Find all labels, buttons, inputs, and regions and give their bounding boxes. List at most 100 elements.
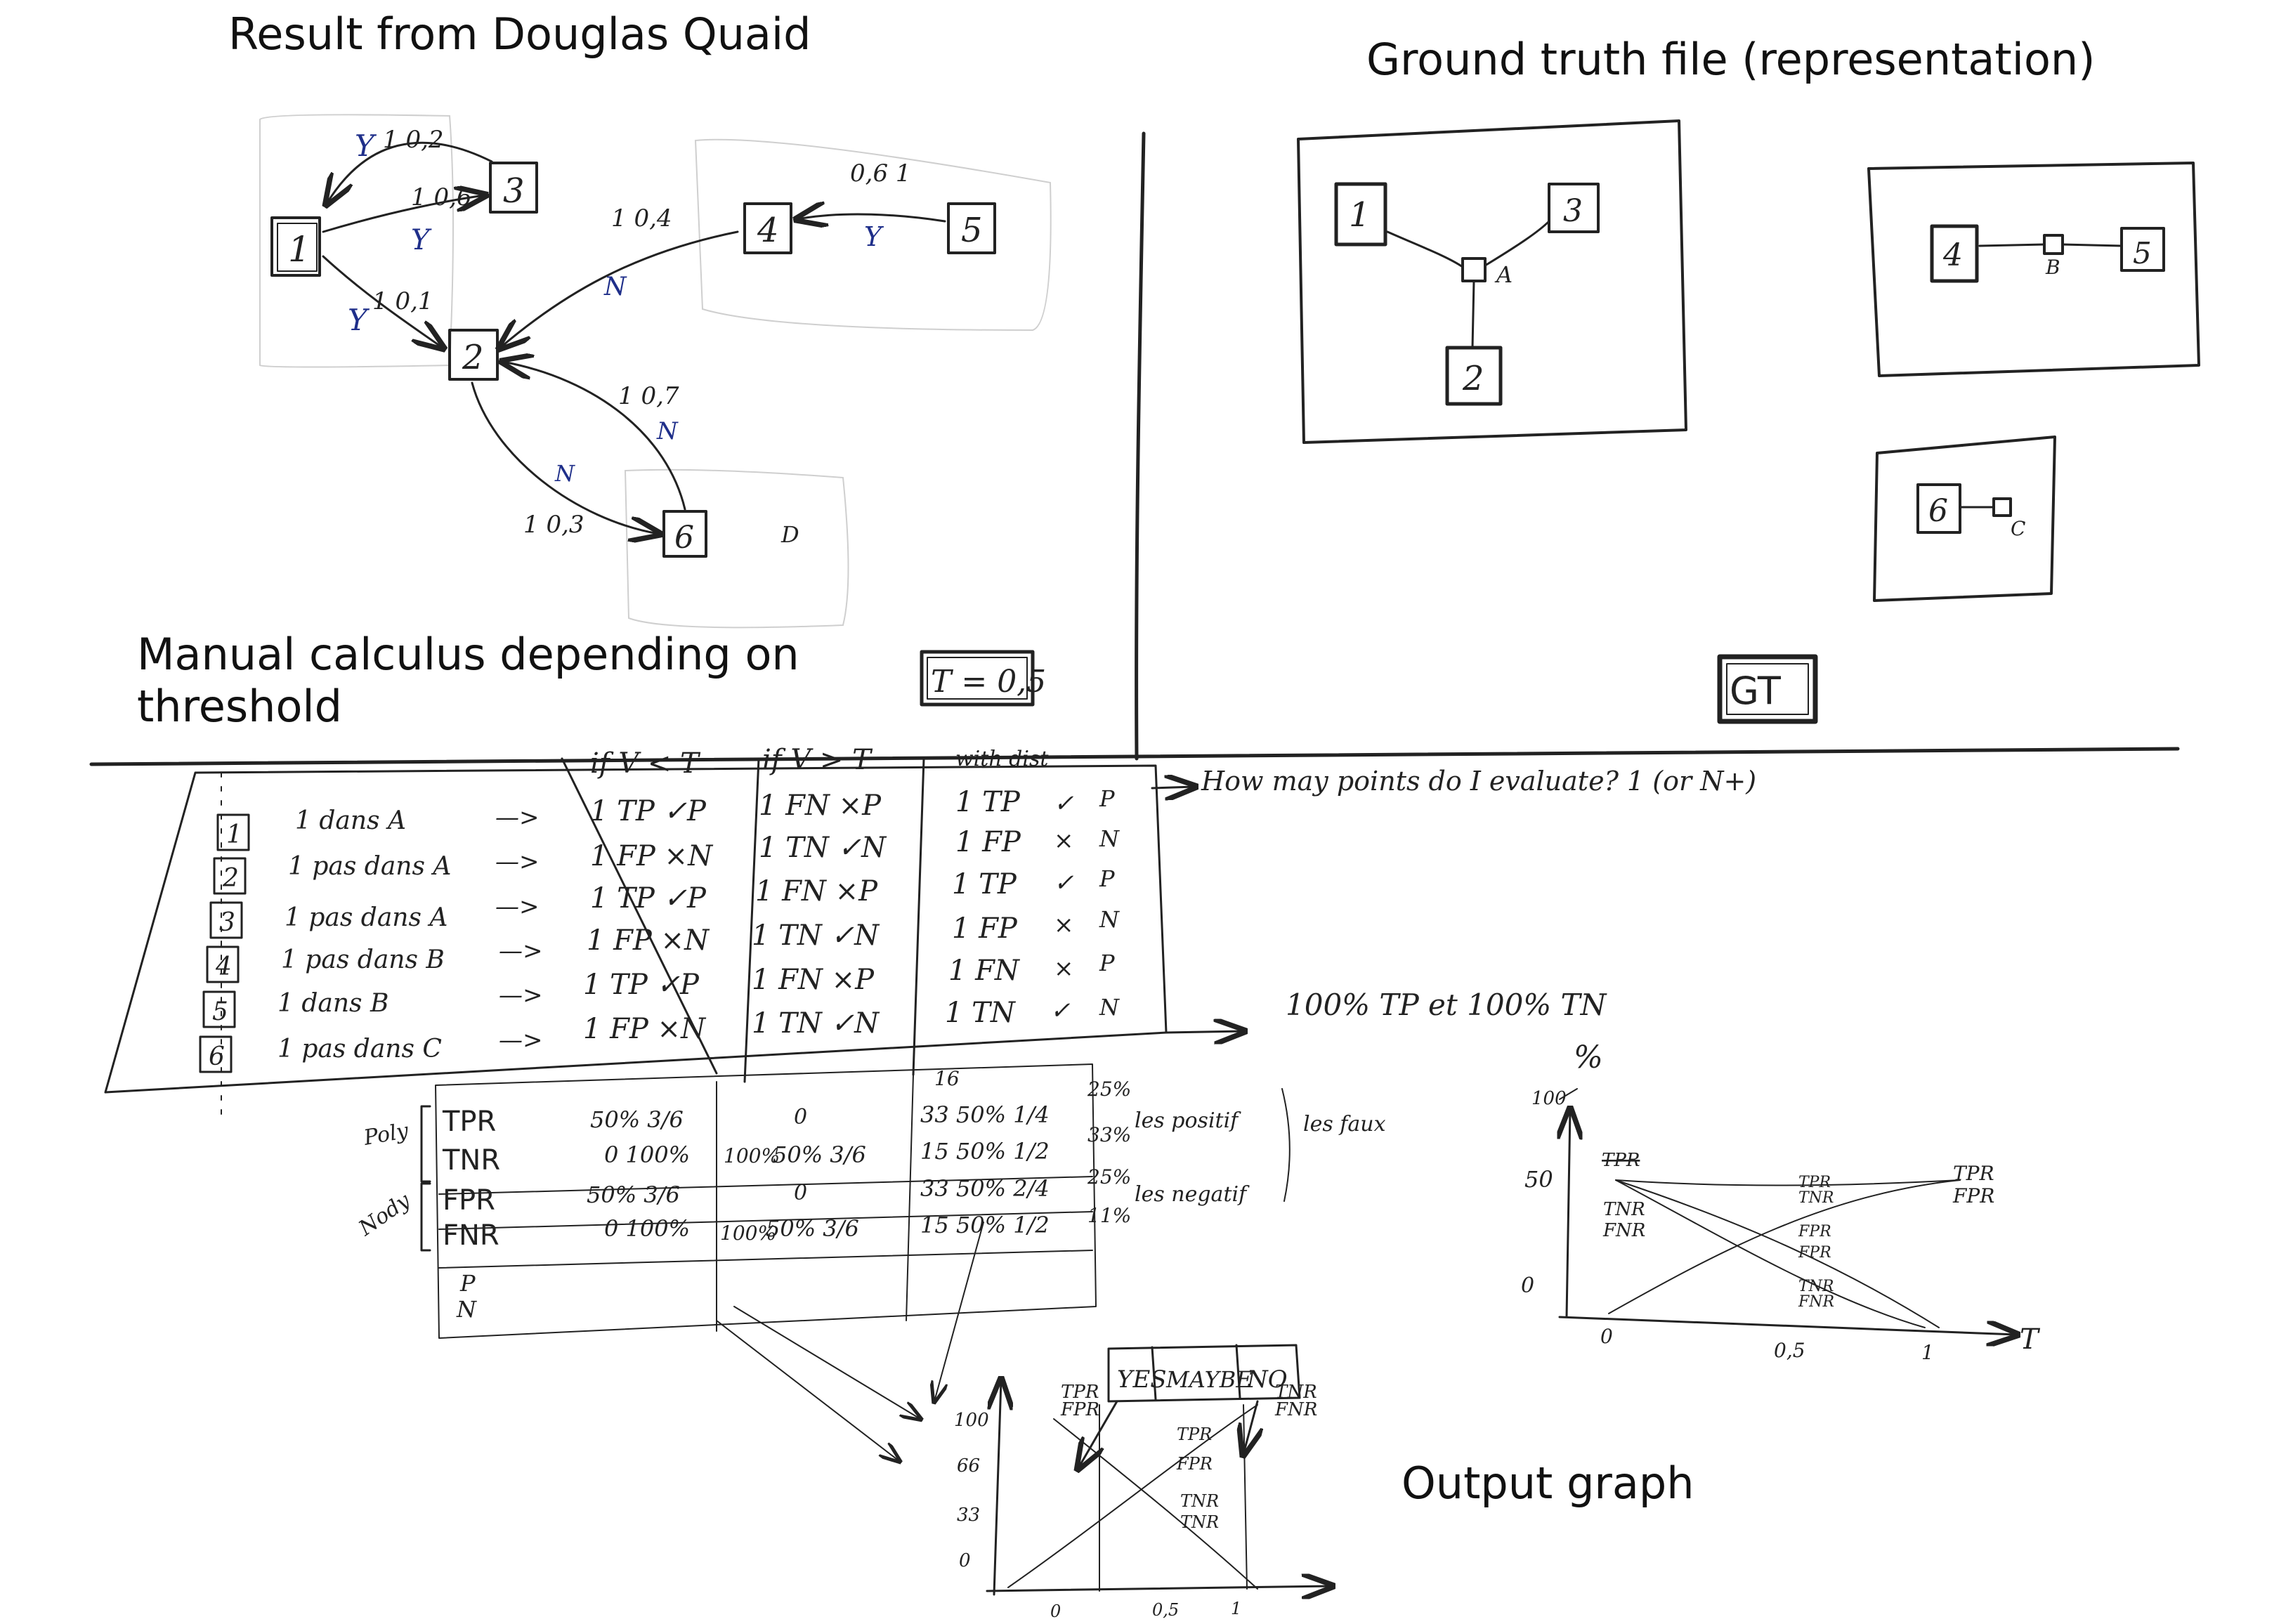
svg-text:1 pas dans B: 1 pas dans B	[281, 945, 445, 974]
ground-truth: 1 3 2 A 4 5 B 6 C	[1297, 119, 2200, 724]
note-result: 100% TP et 100% TN	[1286, 988, 1607, 1022]
svg-text:TPR: TPR	[1602, 1150, 1640, 1171]
svg-text:TNR: TNR	[1603, 1199, 1645, 1220]
svg-text:0 100%: 0 100%	[604, 1215, 690, 1242]
svg-text:1 FP: 1 FP	[952, 912, 1018, 945]
svg-text:3: 3	[219, 908, 235, 937]
calc-table: if V < T if V > T with dist 1 1 dans A —…	[104, 744, 1756, 1118]
svg-text:3: 3	[503, 171, 525, 211]
svg-text:—>: —>	[495, 893, 540, 921]
svg-text:N: N	[456, 1296, 477, 1323]
edge-label-score: 0,6 1	[850, 159, 911, 188]
svg-text:33 50% 2/4: 33 50% 2/4	[920, 1175, 1050, 1202]
svg-text:FNR: FNR	[1798, 1293, 1834, 1311]
node-5: 5	[947, 202, 996, 254]
svg-text:1 TN ✓N: 1 TN ✓N	[752, 919, 880, 952]
svg-text:C: C	[2011, 517, 2025, 540]
svg-text:×: ×	[1054, 911, 1074, 939]
edge-label-ok: N	[554, 460, 575, 487]
svg-text:5: 5	[2133, 236, 2152, 270]
svg-text:×: ×	[1054, 955, 1074, 983]
svg-text:FPR: FPR	[1176, 1454, 1213, 1474]
svg-text:1 TN ✓N: 1 TN ✓N	[752, 1007, 880, 1040]
edge-label-ok: Y	[348, 303, 370, 337]
svg-text:50% 3/6: 50% 3/6	[587, 1181, 680, 1208]
svg-text:✓: ✓	[1054, 869, 1074, 897]
svg-text:2: 2	[222, 864, 239, 893]
svg-text:100: 100	[1531, 1088, 1567, 1109]
svg-text:✓: ✓	[1050, 997, 1071, 1025]
svg-text:P: P	[1099, 785, 1115, 812]
svg-text:2: 2	[462, 338, 484, 377]
edge-label-ok: Y	[411, 224, 432, 256]
svg-text:100%: 100%	[724, 1144, 780, 1167]
svg-text:1 TP ✓P: 1 TP ✓P	[590, 882, 707, 915]
svg-text:1 TP: 1 TP	[952, 868, 1017, 901]
zone-no: NO	[1246, 1366, 1288, 1394]
svg-text:11%: 11%	[1087, 1204, 1131, 1227]
edge-label-score: 1 0,6	[411, 183, 472, 211]
svg-text:P: P	[459, 1270, 476, 1297]
threshold-badge: T = 0,5	[920, 650, 1046, 707]
edge-4-to-2	[500, 230, 739, 348]
zone-yes: YES	[1117, 1366, 1167, 1394]
svg-text:TPR: TPR	[1798, 1174, 1831, 1191]
edge-label-ok: N	[603, 273, 627, 301]
svg-text:T = 0,5: T = 0,5	[931, 664, 1046, 700]
svg-text:15 50% 1/2: 15 50% 1/2	[920, 1212, 1050, 1238]
node-3: 3	[489, 162, 538, 214]
small-graph: % 100 50 0 0 0,5 1 T TPR TNR FNR TPR FPR…	[1521, 1040, 2041, 1364]
svg-text:100: 100	[954, 1410, 989, 1431]
svg-text:1 FN ×P: 1 FN ×P	[755, 875, 878, 908]
svg-text:5: 5	[961, 211, 983, 250]
svg-text:✓: ✓	[1054, 790, 1074, 818]
col-header-dist: with dist	[955, 747, 1049, 771]
rate-label-tpr: TPR	[442, 1106, 496, 1138]
svg-text:50% 3/6: 50% 3/6	[590, 1106, 684, 1133]
result-title: Result from Douglas Quaid	[228, 8, 811, 60]
svg-text:—>: —>	[495, 848, 540, 876]
svg-text:6: 6	[1928, 493, 1948, 529]
rate-label-tnr: TNR	[442, 1144, 500, 1177]
edge-label-score: 1 0,4	[611, 204, 672, 233]
svg-text:N: N	[1099, 994, 1120, 1021]
svg-text:TNR: TNR	[1180, 1491, 1219, 1511]
svg-text:0: 0	[794, 1181, 807, 1205]
svg-text:33: 33	[957, 1505, 980, 1526]
svg-text:A: A	[1494, 261, 1513, 288]
svg-text:T: T	[2020, 1323, 2041, 1356]
svg-text:1 dans B: 1 dans B	[277, 989, 388, 1018]
svg-text:FPR: FPR	[1798, 1223, 1831, 1240]
output-graph: 100 66 33 0 0 0,5 1 YES MAYBE NO TPR FPR…	[954, 1344, 1331, 1621]
svg-text:0: 0	[1521, 1273, 1534, 1298]
edge-label-score: 1 0,7	[618, 382, 679, 410]
svg-text:TPR: TPR	[1061, 1382, 1099, 1403]
table-row: 3 1 pas dans A —> 1 TP ✓P 1 FN ×P 1 TP ✓…	[209, 865, 1115, 939]
svg-text:0: 0	[1600, 1325, 1613, 1348]
svg-text:—>: —>	[499, 1026, 543, 1054]
svg-text:FNR: FNR	[1274, 1399, 1317, 1420]
svg-text:4: 4	[215, 952, 232, 981]
horizontal-divider	[89, 747, 2180, 766]
table-row: 4 1 pas dans B —> 1 FP ×N 1 TN ✓N 1 FP ×…	[206, 906, 1120, 983]
group-label: Poly	[361, 1118, 411, 1151]
edge-5-to-4	[797, 214, 946, 221]
edge-label-score: 1 0,2	[383, 126, 444, 154]
edge-1-to-3	[322, 195, 485, 233]
svg-text:100%: 100%	[720, 1222, 776, 1245]
svg-text:0,5: 0,5	[1774, 1339, 1805, 1362]
svg-text:TNR: TNR	[1180, 1512, 1219, 1532]
svg-text:1 TP ✓P: 1 TP ✓P	[590, 795, 707, 827]
svg-text:1 pas dans A: 1 pas dans A	[285, 903, 448, 932]
rate-label-fnr: FNR	[443, 1219, 499, 1252]
svg-text:0: 0	[794, 1105, 807, 1129]
svg-text:1: 1	[1231, 1599, 1241, 1618]
svg-text:—>: —>	[499, 937, 543, 965]
svg-text:0,5: 0,5	[1152, 1600, 1179, 1620]
edge-label-ok: Y	[864, 221, 884, 252]
svg-text:P: P	[1099, 865, 1115, 892]
svg-text:1 FP ×N: 1 FP ×N	[587, 924, 710, 957]
group-label: Nody	[354, 1188, 416, 1241]
col-header-below: if V < T	[590, 747, 701, 780]
svg-text:25%: 25%	[1087, 1078, 1131, 1101]
